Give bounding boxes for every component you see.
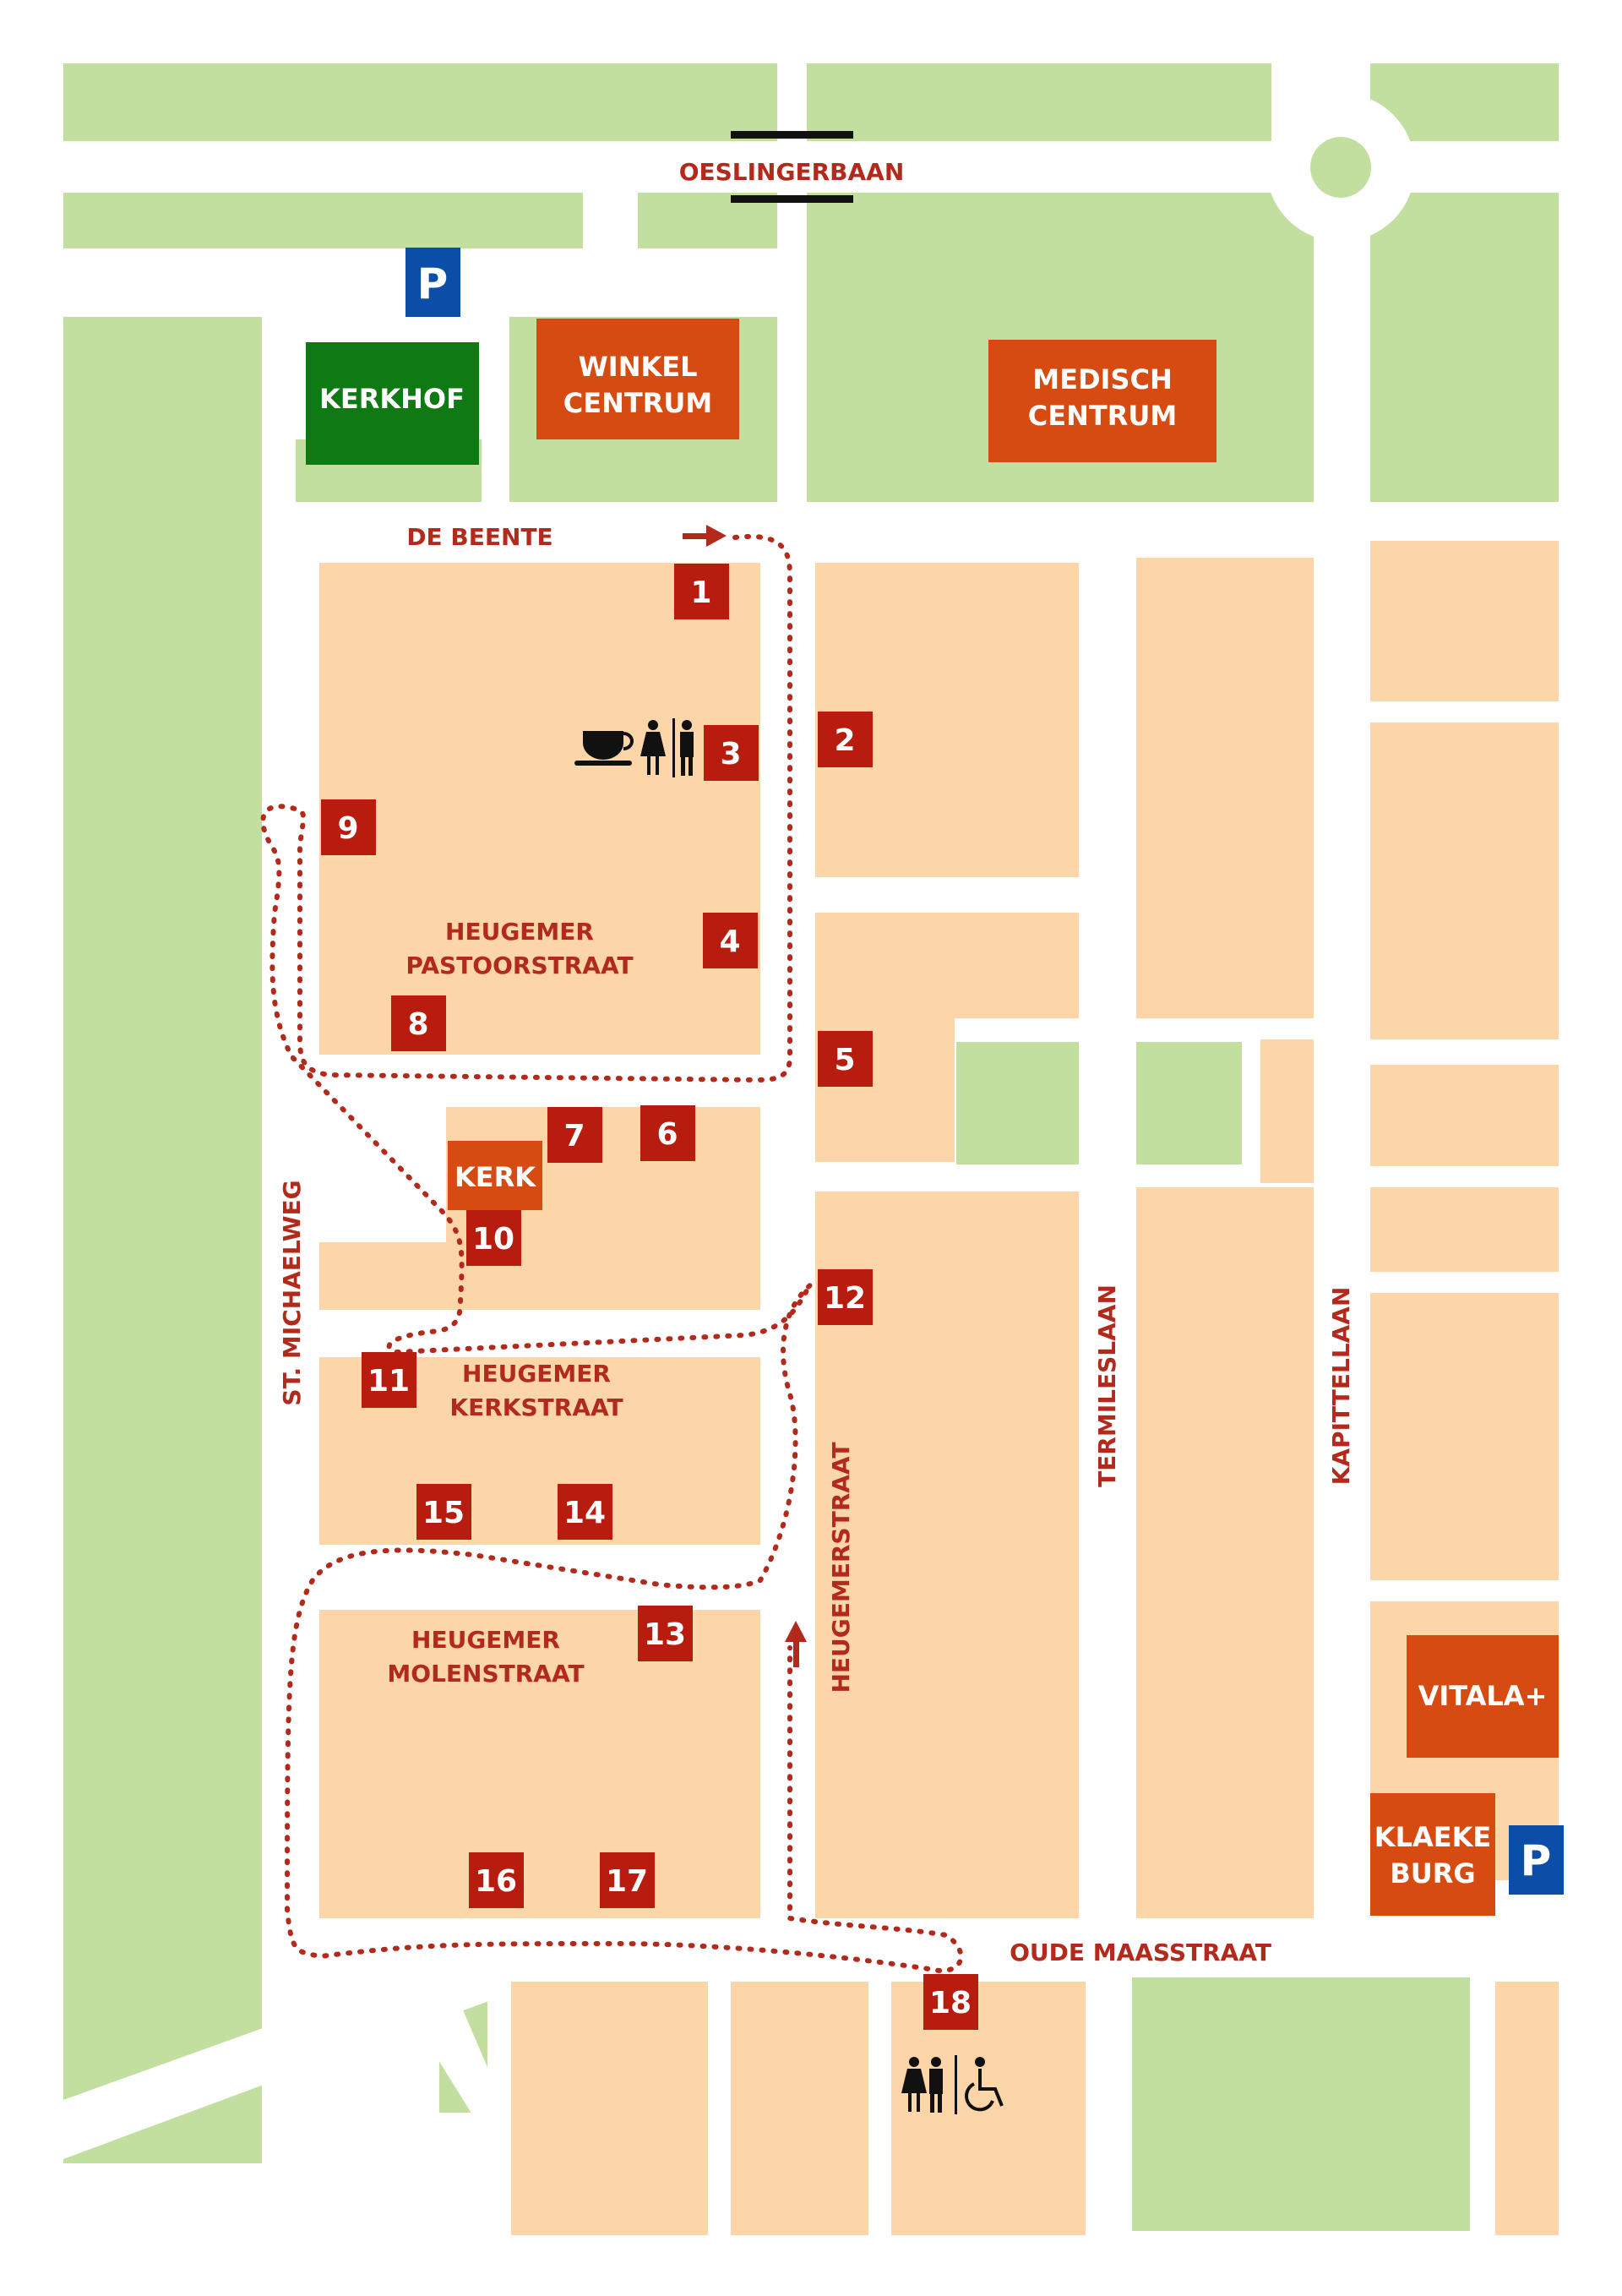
- district-pastoorstraat-line2: PASTOORSTRAAT: [406, 952, 633, 979]
- svg-text:2: 2: [834, 723, 855, 758]
- marker-15[interactable]: 15: [416, 1484, 471, 1540]
- street-oeslingerbaan: OESLINGERBAAN: [679, 158, 905, 186]
- toilet-icon: [640, 718, 694, 777]
- marker-5[interactable]: 5: [818, 1031, 873, 1087]
- coffee-icon: [574, 731, 634, 766]
- vitala-label: VITALA+: [1418, 1680, 1548, 1712]
- district-molenstraat-line2: MOLENSTRAAT: [387, 1660, 584, 1688]
- svg-text:16: 16: [475, 1864, 517, 1899]
- medisch-centrum-building: [988, 340, 1216, 462]
- winkel-centrum-building: [536, 319, 739, 439]
- marker-13[interactable]: 13: [638, 1606, 693, 1661]
- green-areas: [63, 63, 1559, 2231]
- marker-8[interactable]: 8: [391, 995, 446, 1051]
- kerk-building: [448, 1141, 542, 1210]
- green-patch: [1136, 1042, 1242, 1164]
- svg-text:17: 17: [606, 1864, 648, 1899]
- svg-text:P: P: [1521, 1836, 1552, 1885]
- svg-text:4: 4: [719, 924, 740, 959]
- green-patch: [956, 1042, 1079, 1164]
- svg-text:18: 18: [929, 1986, 972, 2021]
- district-molenstraat-line1: HEUGEMER: [411, 1626, 560, 1654]
- marker-10[interactable]: 10: [466, 1210, 521, 1266]
- marker-4[interactable]: 4: [703, 913, 758, 968]
- walking-route: [260, 533, 964, 1973]
- svg-text:13: 13: [644, 1617, 686, 1652]
- klaeke-burg-building: [1370, 1793, 1495, 1916]
- marker-17[interactable]: 17: [600, 1852, 655, 1908]
- svg-text:9: 9: [337, 811, 358, 846]
- street-de-beente: DE BEENTE: [406, 523, 552, 551]
- toilet-icon: [901, 2055, 957, 2114]
- district-kerkstraat-line1: HEUGEMER: [462, 1360, 611, 1388]
- kerkhof-building: [306, 342, 479, 465]
- street-st-michaelweg: ST. MICHAELWEG: [278, 1180, 306, 1405]
- medisch-label-line2: CENTRUM: [1028, 400, 1177, 432]
- roundabout-center: [1310, 137, 1371, 198]
- vitala-building: [1407, 1635, 1559, 1758]
- marker-3[interactable]: 3: [704, 725, 759, 781]
- winkel-label-line1: WINKEL: [578, 351, 697, 383]
- marker-2[interactable]: 2: [818, 712, 873, 767]
- marker-16[interactable]: 16: [469, 1852, 524, 1908]
- svg-text:6: 6: [656, 1117, 678, 1152]
- marker-12[interactable]: 12: [818, 1269, 873, 1325]
- klaeke-label-line1: KLAEKE: [1374, 1821, 1491, 1853]
- svg-text:14: 14: [563, 1496, 606, 1530]
- svg-text:12: 12: [824, 1281, 866, 1316]
- marker-14[interactable]: 14: [558, 1484, 612, 1540]
- bridge-mark: [731, 131, 853, 139]
- wheelchair-icon: [965, 2057, 1004, 2112]
- arrow-icon: [683, 525, 727, 547]
- parking-icon: P: [406, 248, 460, 317]
- street-heugemerstraat: HEUGEMERSTRAAT: [827, 1442, 855, 1693]
- svg-text:8: 8: [407, 1007, 428, 1042]
- kerk-label: KERK: [454, 1161, 536, 1193]
- bridge-mark: [731, 195, 853, 203]
- svg-text:11: 11: [367, 1364, 410, 1399]
- marker-18[interactable]: 18: [923, 1974, 978, 2030]
- winkel-label-line2: CENTRUM: [563, 387, 712, 419]
- route-markers: 1 2 3 4 5 6 7 8 9 10 11 12 13 14 15 16 1…: [321, 564, 978, 2030]
- svg-text:5: 5: [834, 1043, 855, 1077]
- district-pastoorstraat-line1: HEUGEMER: [445, 918, 594, 946]
- klaeke-label-line2: BURG: [1390, 1857, 1475, 1890]
- street-kapittellaan: KAPITTELLAAN: [1327, 1287, 1355, 1486]
- parking-strip: [262, 248, 701, 316]
- svg-text:1: 1: [690, 575, 711, 610]
- marker-6[interactable]: 6: [640, 1105, 695, 1161]
- svg-text:15: 15: [422, 1496, 465, 1530]
- svg-text:7: 7: [563, 1119, 585, 1153]
- svg-text:10: 10: [472, 1222, 514, 1257]
- parking-icon: P: [1509, 1825, 1564, 1895]
- district-kerkstraat-line2: KERKSTRAAT: [449, 1393, 623, 1421]
- marker-7[interactable]: 7: [547, 1107, 602, 1163]
- marker-9[interactable]: 9: [321, 799, 376, 855]
- svg-text:3: 3: [720, 737, 741, 772]
- street-termileslaan: TERMILESLAAN: [1093, 1284, 1121, 1487]
- arrow-icon: [785, 1621, 807, 1667]
- svg-text:P: P: [417, 259, 449, 308]
- diagonal-road: [63, 1948, 507, 2159]
- street-oude-maasstraat: OUDE MAASSTRAAT: [1010, 1939, 1271, 1966]
- diagonal-road-branch: [406, 1994, 507, 2130]
- medisch-label-line1: MEDISCH: [1032, 363, 1172, 395]
- kerkhof-label: KERKHOF: [319, 383, 465, 415]
- marker-11[interactable]: 11: [362, 1352, 416, 1408]
- marker-1[interactable]: 1: [674, 564, 729, 619]
